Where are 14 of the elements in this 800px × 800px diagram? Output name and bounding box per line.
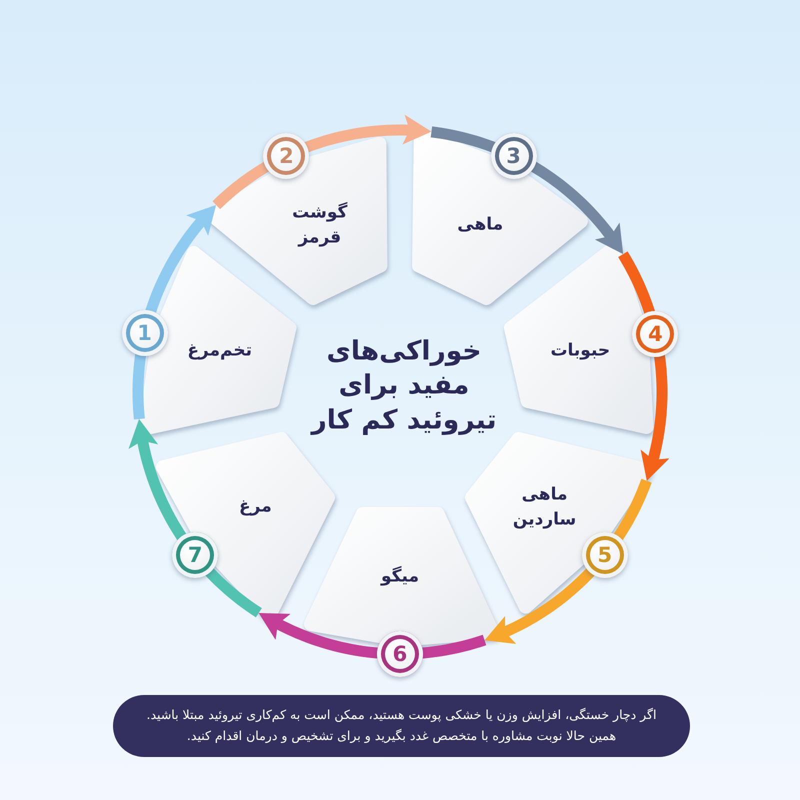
step-number: 3 <box>490 132 537 179</box>
food-label: مرغ <box>239 496 272 520</box>
step-number: 1 <box>122 310 168 356</box>
food-label: حبوبات <box>550 339 610 362</box>
food-label: ماهی <box>457 214 504 237</box>
banner-text: اگر دچار خستگی، افزایش وزن یا خشکی پوست هستید، ممکن است به کم‌کاری تیروئید مبتلا باشید. همین حالا نوبت مشاوره با متخصص غدد بگیرید و برای تشخیص و درمان اقدام کنید. <box>146 706 658 745</box>
food-label: گوشت قرمز <box>292 201 348 250</box>
food-label: ماهی ساردین <box>512 484 576 532</box>
food-label: تخم‌مرغ <box>187 339 252 362</box>
diagram-title: خوراکی‌های مفید برای تیروئید کم کار <box>309 334 498 438</box>
step-number: 4 <box>632 310 678 356</box>
food-label: میگو <box>380 565 419 589</box>
step-number: 2 <box>263 132 310 179</box>
pentagon-card <box>122 245 298 436</box>
